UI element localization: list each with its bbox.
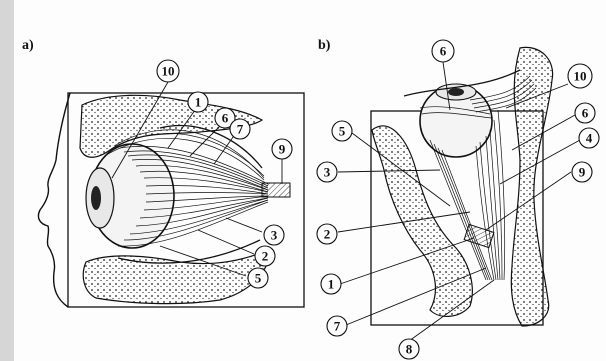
callout-a-3: 3 [264, 225, 284, 245]
panel-a-letter: a) [22, 38, 34, 53]
callout-b-3: 3 [317, 162, 337, 182]
lower-orbit-bone [83, 250, 268, 304]
callout-b-8: 8 [399, 339, 419, 359]
svg-text:7: 7 [334, 319, 341, 334]
svg-text:6: 6 [582, 106, 589, 121]
svg-text:1: 1 [195, 95, 202, 110]
svg-text:5: 5 [255, 271, 262, 286]
callout-a-7: 7 [230, 119, 250, 139]
panel-b-letter: b) [318, 38, 331, 53]
callout-a-5: 5 [248, 268, 268, 288]
svg-text:8: 8 [406, 342, 413, 357]
callout-b-6-right: 6 [575, 103, 595, 123]
pupil-top [448, 88, 464, 96]
svg-text:10: 10 [574, 69, 587, 84]
svg-text:7: 7 [237, 122, 244, 137]
svg-text:2: 2 [262, 249, 269, 264]
svg-text:3: 3 [271, 228, 278, 243]
callout-a-2: 2 [255, 246, 275, 266]
face-profile [38, 93, 70, 307]
svg-text:9: 9 [279, 142, 286, 157]
svg-text:5: 5 [339, 124, 346, 139]
svg-text:9: 9 [579, 165, 586, 180]
callout-b-2: 2 [317, 224, 337, 244]
lateral-orbit-wall [511, 47, 552, 326]
callout-b-7: 7 [327, 316, 347, 336]
svg-text:3: 3 [324, 165, 331, 180]
svg-text:2: 2 [324, 227, 331, 242]
pupil [91, 186, 101, 210]
svg-text:6: 6 [440, 44, 447, 59]
svg-text:6: 6 [222, 111, 229, 126]
svg-text:1: 1 [328, 277, 335, 292]
callout-a-9: 9 [272, 139, 292, 159]
panel-b: b) [317, 38, 599, 359]
callout-b-10: 10 [568, 64, 592, 88]
svg-text:4: 4 [586, 131, 593, 146]
callout-b-1: 1 [321, 274, 341, 294]
callout-b-4: 4 [579, 128, 599, 148]
callout-a-10: 10 [157, 60, 179, 82]
callout-b-9: 9 [572, 162, 592, 182]
callout-b-5: 5 [332, 121, 352, 141]
svg-text:10: 10 [162, 64, 175, 79]
optic-nerve-a [262, 183, 290, 197]
callout-b-6-top: 6 [432, 40, 454, 62]
panel-a: a) [22, 38, 304, 307]
callout-a-1: 1 [188, 92, 208, 112]
